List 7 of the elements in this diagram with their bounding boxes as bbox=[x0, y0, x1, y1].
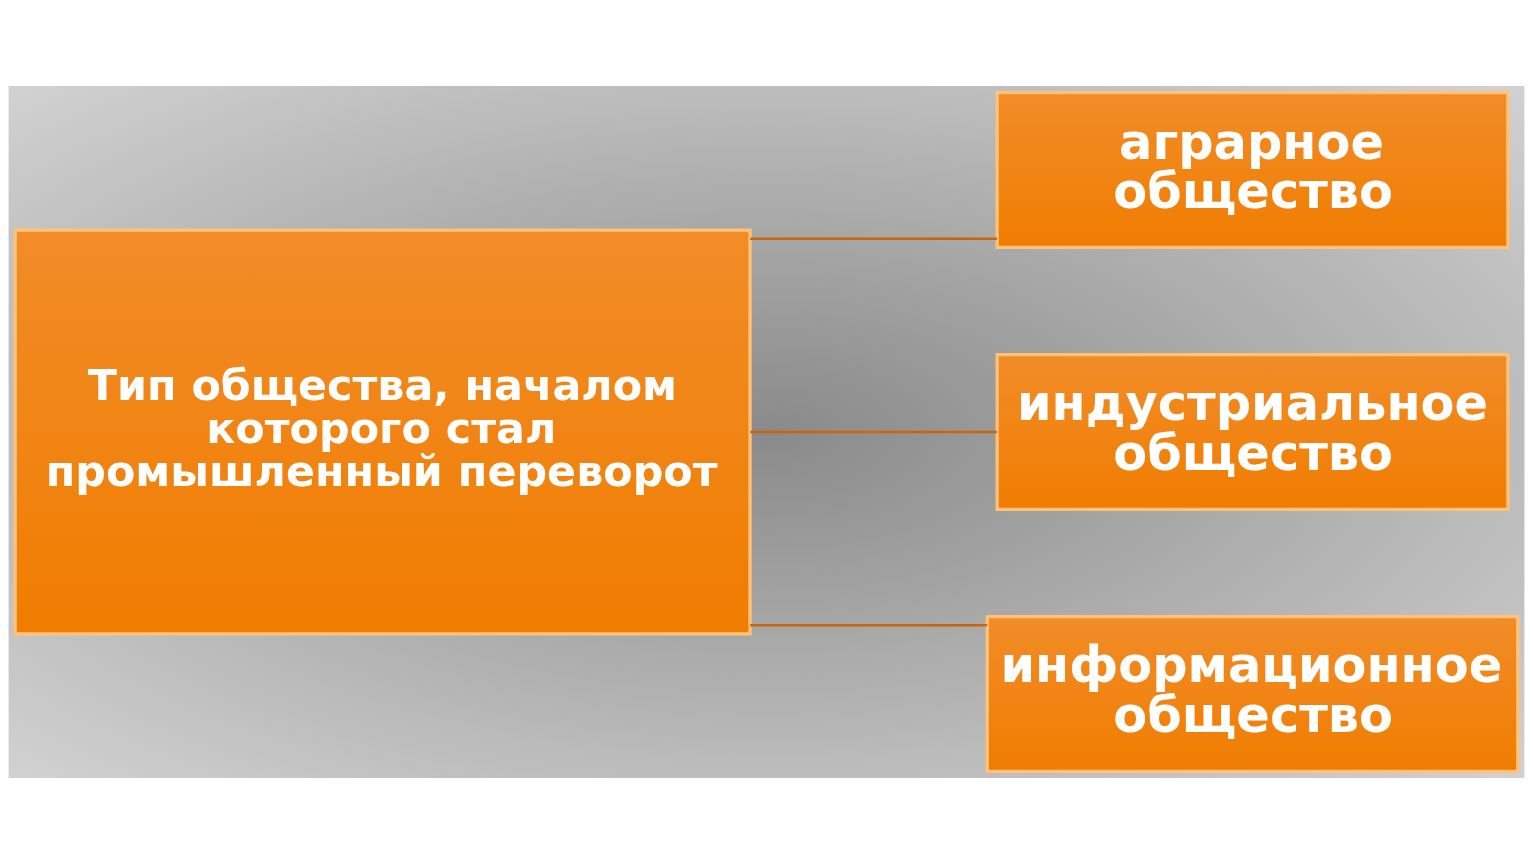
node-box: индустриальное общество bbox=[995, 352, 1510, 512]
node-box: аграрное общество bbox=[995, 90, 1510, 250]
node-box: Тип общества, началом которого стал промышленный переворот bbox=[13, 228, 752, 636]
connector bbox=[750, 237, 997, 241]
connector bbox=[750, 430, 997, 434]
node-box: информационное общество bbox=[985, 614, 1520, 774]
connector bbox=[750, 623, 988, 627]
